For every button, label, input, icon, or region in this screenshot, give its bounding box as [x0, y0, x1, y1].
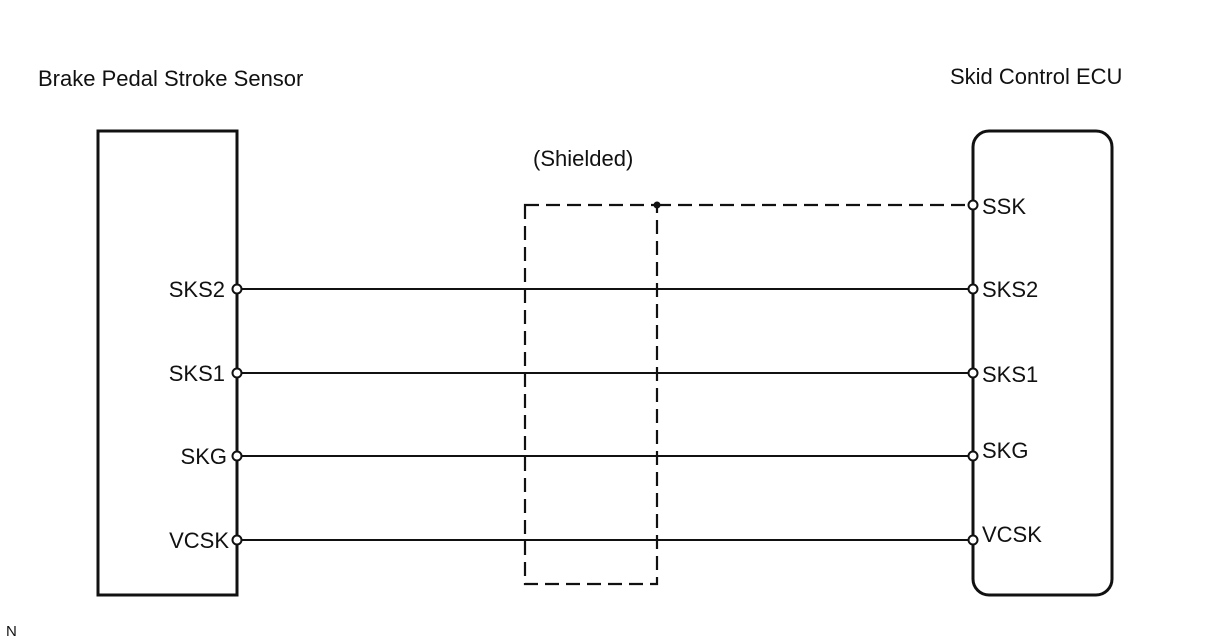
- sensor-box: [96, 129, 239, 597]
- sensor-pin-sks2: [231, 283, 243, 295]
- ecu-pin-label-skg: SKG: [982, 438, 1028, 463]
- ecu-pin-label-sks2: SKS2: [982, 277, 1038, 302]
- sensor-pin-skg: [231, 450, 243, 462]
- ecu-title: Skid Control ECU: [950, 64, 1122, 89]
- sensor-title: Brake Pedal Stroke Sensor: [38, 66, 303, 91]
- sensor-pin-sks1: [231, 367, 243, 379]
- ecu-box: [971, 129, 1114, 597]
- ecu-pin-sks1: [967, 367, 979, 379]
- sensor-pin-label-vcsk: VCSK: [169, 528, 229, 553]
- ecu-pin-label-sks1: SKS1: [982, 362, 1038, 387]
- ecu-pin-ssk: [967, 199, 979, 211]
- shield-box: [523, 203, 659, 586]
- ecu-pin-sks2: [967, 283, 979, 295]
- ecu-pin-vcsk: [967, 534, 979, 546]
- figure-mark: N: [6, 623, 17, 640]
- shield-label: (Shielded): [533, 146, 633, 171]
- sensor-pin-vcsk: [231, 534, 243, 546]
- ecu-pin-skg: [967, 450, 979, 462]
- ecu-pin-label-ssk: SSK: [982, 194, 1026, 219]
- ecu-pin-label-vcsk: VCSK: [982, 522, 1042, 547]
- sensor-pin-label-sks2: SKS2: [169, 277, 225, 302]
- sensor-pin-label-skg: SKG: [181, 444, 227, 469]
- sensor-pin-label-sks1: SKS1: [169, 361, 225, 386]
- shield-junction-dot: [653, 201, 661, 209]
